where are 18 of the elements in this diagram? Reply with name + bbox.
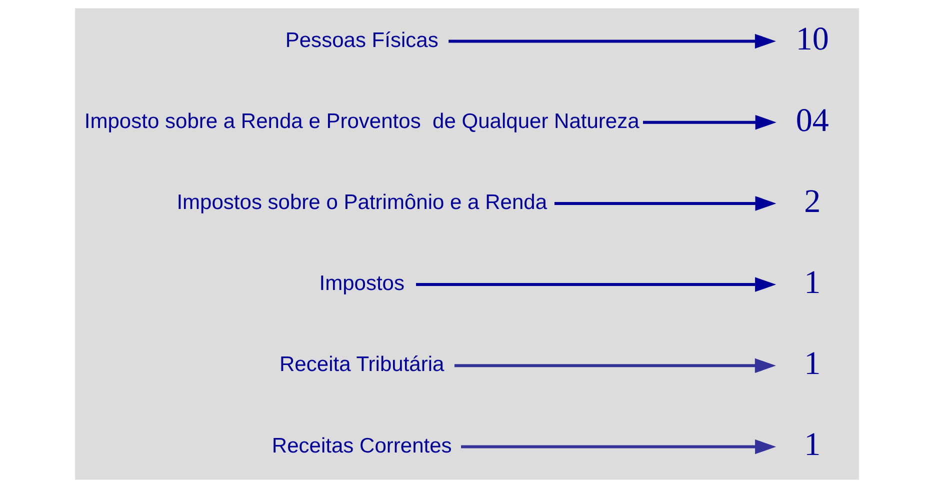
node-text: 04 — [796, 102, 829, 139]
arrow — [448, 34, 776, 49]
arrow — [643, 114, 776, 130]
arrow — [461, 439, 776, 454]
node-text: Impostos sobre o Patrimônio e a Renda — [176, 191, 548, 214]
node-text: 10 — [796, 22, 829, 58]
node-text: 1 — [804, 427, 821, 464]
arrow — [416, 277, 776, 292]
node-text: 1 — [804, 264, 821, 301]
node-text: Pessoas Físicas — [285, 28, 438, 52]
node-text: Receita Tributária — [280, 353, 444, 376]
arrow — [454, 358, 776, 374]
node-text: Receitas Correntes — [272, 434, 452, 458]
node-text: Imposto sobre a Renda e Proventos de Qualquer Natureza — [84, 110, 640, 133]
node-text: Impostos — [319, 272, 404, 296]
arrow — [554, 196, 776, 211]
node-text: 2 — [804, 184, 821, 220]
node-text: 1 — [804, 346, 821, 382]
